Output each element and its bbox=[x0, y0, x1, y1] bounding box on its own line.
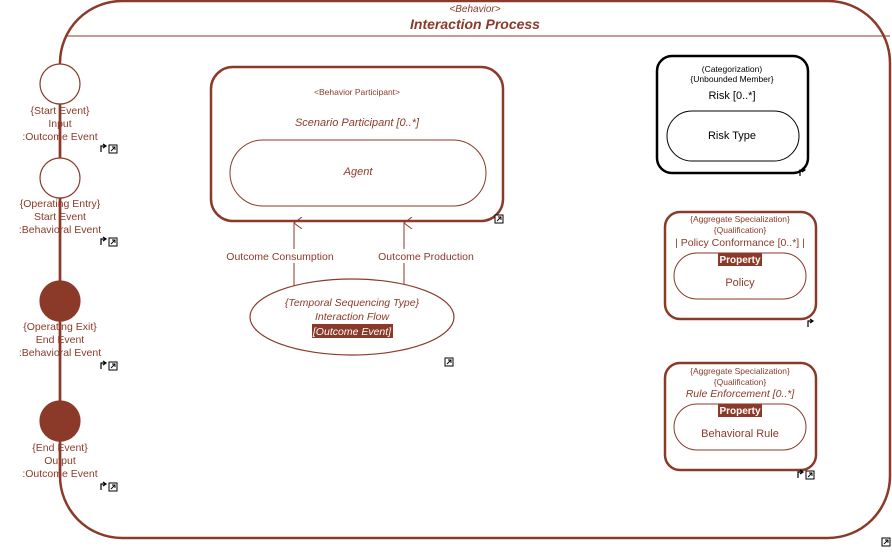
event-end[interactable]: {End Event} Output :Outcome Event bbox=[22, 400, 98, 480]
event-operating-exit[interactable]: {Operating Exit} End Event :Behavioral E… bbox=[19, 280, 101, 359]
event-start-stereotype: {Start Event} bbox=[31, 105, 90, 117]
risk-category-title: Risk [0..*] bbox=[708, 90, 755, 102]
link-icon[interactable] bbox=[444, 357, 454, 367]
event-operating-exit-icons[interactable] bbox=[100, 360, 118, 371]
link-icon[interactable] bbox=[881, 537, 891, 547]
rule-enforcement[interactable]: {Aggregate Specialization} {Qualificatio… bbox=[663, 361, 818, 472]
interaction-flow-ellipse[interactable] bbox=[249, 278, 455, 356]
event-operating-entry-type: :Behavioral Event bbox=[19, 224, 101, 236]
policy-conformance[interactable]: {Aggregate Specialization} {Qualificatio… bbox=[663, 210, 818, 321]
corner-arrow-icon[interactable] bbox=[100, 143, 108, 152]
rule-property-tag: Property bbox=[719, 406, 761, 417]
policy-conformance-stereotype-2: {Qualification} bbox=[714, 225, 767, 235]
event-operating-exit-type: :Behavioral Event bbox=[19, 347, 101, 359]
event-operating-entry-stereotype: {Operating Entry} bbox=[20, 198, 101, 210]
corner-arrow-icon[interactable] bbox=[100, 481, 108, 490]
behavioral-rule-label: Behavioral Rule bbox=[701, 428, 779, 440]
rule-property-tag-bg bbox=[718, 404, 762, 417]
event-operating-entry-name: Start Event bbox=[34, 211, 86, 223]
rule-enforcement-title: Rule Enforcement [0..*] bbox=[686, 388, 796, 400]
event-end-name: Output bbox=[44, 455, 76, 467]
policy-label: Policy bbox=[725, 277, 755, 289]
event-end-circle[interactable] bbox=[39, 400, 81, 442]
policy-property-tag: Property bbox=[719, 255, 761, 266]
event-start-name: Input bbox=[48, 118, 71, 130]
event-end-stereotype: {End Event} bbox=[32, 442, 88, 454]
interaction-flow-stereotype: {Temporal Sequencing Type} bbox=[285, 297, 420, 309]
event-end-icons[interactable] bbox=[100, 481, 118, 492]
risk-category[interactable]: (Categorization) {Unbounded Member} Risk… bbox=[655, 54, 810, 175]
event-start-circle[interactable] bbox=[39, 63, 81, 105]
link-icon[interactable] bbox=[108, 237, 118, 247]
process-title: Interaction Process bbox=[410, 16, 540, 32]
rule-enforcement-stereotype-1: {Aggregate Specialization} bbox=[690, 366, 790, 376]
risk-type-box[interactable] bbox=[666, 110, 800, 162]
corner-arrow-icon[interactable] bbox=[797, 469, 805, 478]
event-operating-entry[interactable]: {Operating Entry} Start Event :Behaviora… bbox=[19, 157, 101, 236]
link-icon[interactable] bbox=[108, 482, 118, 492]
event-operating-exit-stereotype: {Operating Exit} bbox=[23, 321, 97, 333]
event-start-type: :Outcome Event bbox=[22, 131, 97, 143]
corner-arrow-icon[interactable] bbox=[100, 236, 108, 245]
agent-label: Agent bbox=[343, 166, 374, 178]
corner-arrow-icon[interactable] bbox=[799, 167, 807, 176]
agent-box[interactable] bbox=[229, 139, 487, 207]
interaction-flow-tag-bg bbox=[312, 324, 393, 338]
event-operating-entry-icons[interactable] bbox=[100, 236, 118, 247]
link-icon[interactable] bbox=[108, 361, 118, 371]
link-icon[interactable] bbox=[805, 470, 815, 480]
event-operating-entry-circle[interactable] bbox=[39, 157, 81, 199]
link-icon[interactable] bbox=[494, 214, 504, 224]
outcome-consumption-label: Outcome Consumption bbox=[226, 251, 334, 263]
behavior-participant[interactable]: <Behavior Participant> Scenario Particip… bbox=[209, 65, 505, 223]
event-start-icons[interactable] bbox=[100, 143, 118, 154]
outcome-production-label-bg bbox=[376, 249, 476, 263]
policy-conformance-title: | Policy Conformance [0..*] | bbox=[675, 237, 805, 249]
interaction-flow[interactable]: {Temporal Sequencing Type} Interaction F… bbox=[249, 278, 455, 356]
outcome-production-label: Outcome Production bbox=[378, 251, 474, 263]
link-icon[interactable] bbox=[108, 144, 118, 154]
interaction-flow-tag: [Outcome Event] bbox=[312, 326, 392, 338]
behavior-participant-stereotype: <Behavior Participant> bbox=[314, 87, 400, 97]
policy-property-tag-bg bbox=[718, 253, 762, 266]
risk-category-stereotype-1: (Categorization) bbox=[702, 64, 763, 74]
event-operating-exit-circle[interactable] bbox=[39, 280, 81, 322]
event-start[interactable]: {Start Event} Input :Outcome Event bbox=[22, 63, 98, 143]
risk-category-stereotype-2: {Unbounded Member} bbox=[690, 74, 773, 84]
event-end-type: :Outcome Event bbox=[22, 468, 97, 480]
behavior-participant-title: Scenario Participant [0..*] bbox=[295, 117, 420, 129]
corner-arrow-icon[interactable] bbox=[807, 318, 815, 327]
outcome-consumption-label-bg bbox=[224, 249, 336, 263]
process-stereotype: <Behavior> bbox=[449, 4, 500, 15]
interaction-flow-name: Interaction Flow bbox=[315, 311, 391, 323]
event-operating-exit-name: End Event bbox=[36, 334, 85, 346]
risk-type-label: Risk Type bbox=[708, 130, 756, 142]
policy-conformance-stereotype-1: {Aggregate Specialization} bbox=[690, 214, 790, 224]
rule-enforcement-stereotype-2: {Qualification} bbox=[714, 377, 767, 387]
corner-arrow-icon[interactable] bbox=[100, 360, 108, 369]
